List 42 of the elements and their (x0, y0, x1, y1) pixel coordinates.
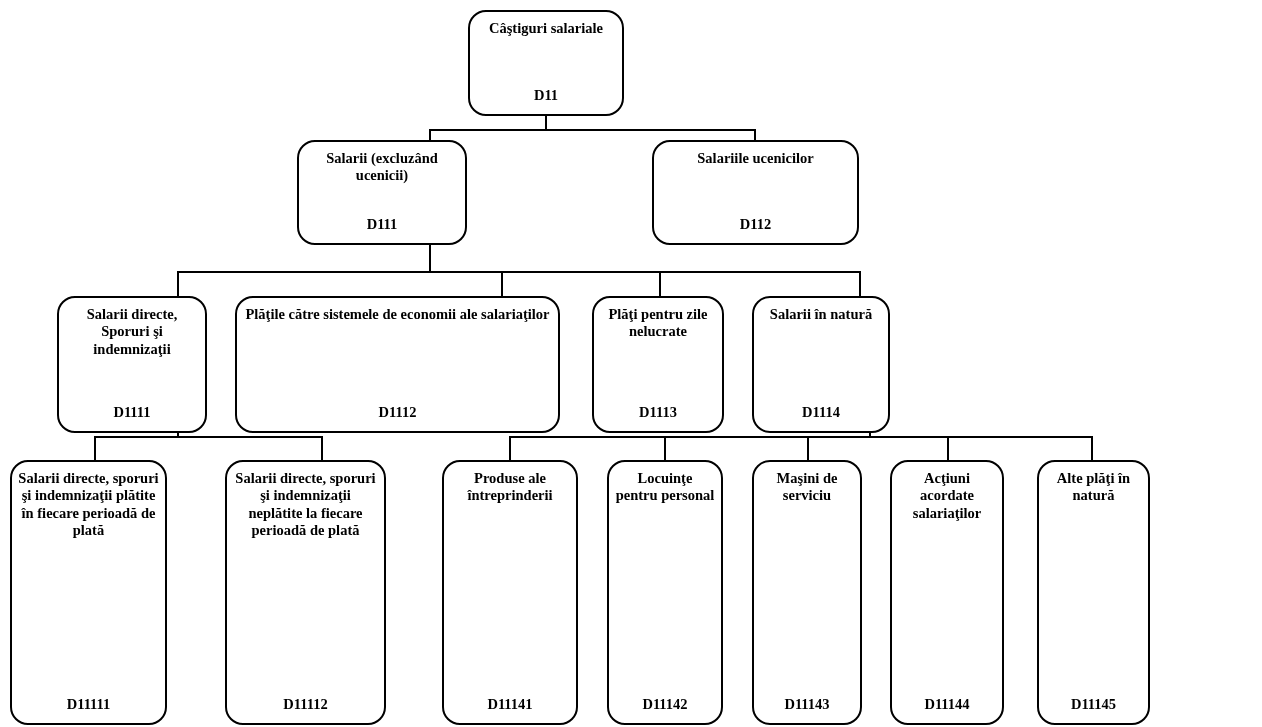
category-code: D112 (739, 215, 772, 233)
category-box (607, 460, 723, 725)
category-box (297, 140, 467, 245)
category-box (890, 460, 1004, 725)
category-name: Acţiuni acordate salariaţilor (911, 470, 983, 523)
category-code: D1113 (639, 403, 677, 421)
category-box (468, 10, 624, 116)
category-name: Salarii (excluzând ucenicii) (325, 150, 439, 185)
category-name: Alte plăţi în natură (1055, 470, 1132, 505)
category-box (225, 460, 386, 725)
category-name: Plăţile către sistemele de economii ale salariaţilor (245, 306, 550, 324)
category-box (442, 460, 578, 725)
category-box (752, 296, 890, 433)
category-box (1037, 460, 1150, 725)
category-code: D1112 (378, 403, 417, 421)
category-code: D11112 (283, 695, 328, 713)
category-code: D11111 (66, 695, 111, 713)
category-name: Salariile ucenicilor (697, 150, 814, 168)
category-code: D11145 (1070, 695, 1117, 713)
category-box (235, 296, 560, 433)
category-box (10, 460, 167, 725)
category-code: D11143 (784, 695, 830, 713)
category-code: D11144 (924, 695, 970, 713)
category-code: D11141 (487, 695, 533, 713)
category-box (592, 296, 724, 433)
category-name: Plăţi pentru zile nelucrate (607, 306, 709, 341)
category-box (752, 460, 862, 725)
category-code: D1111 (113, 403, 151, 421)
category-box (57, 296, 207, 433)
category-name: Câştiguri salariale (489, 20, 603, 38)
category-code: D111 (366, 215, 398, 233)
category-name: Salarii în natură (769, 306, 873, 324)
category-name: Produse ale întreprinderii (466, 470, 554, 505)
category-box (652, 140, 859, 245)
category-code: D1114 (802, 403, 840, 421)
category-name: Salarii directe, sporuri şi indemnizaţii neplătite la fiecare perioadă de plată (234, 470, 377, 540)
category-code: D11 (533, 86, 559, 104)
category-name: Salarii directe, Sporuri şi indemnizaţii (85, 306, 179, 359)
category-code: D11142 (642, 695, 688, 713)
category-name: Salarii directe, sporuri şi indemnizaţii plătite în fiecare perioadă de plată (18, 470, 159, 540)
category-name: Maşini de serviciu (775, 470, 839, 505)
category-name: Locuinţe pentru personal (615, 470, 715, 505)
